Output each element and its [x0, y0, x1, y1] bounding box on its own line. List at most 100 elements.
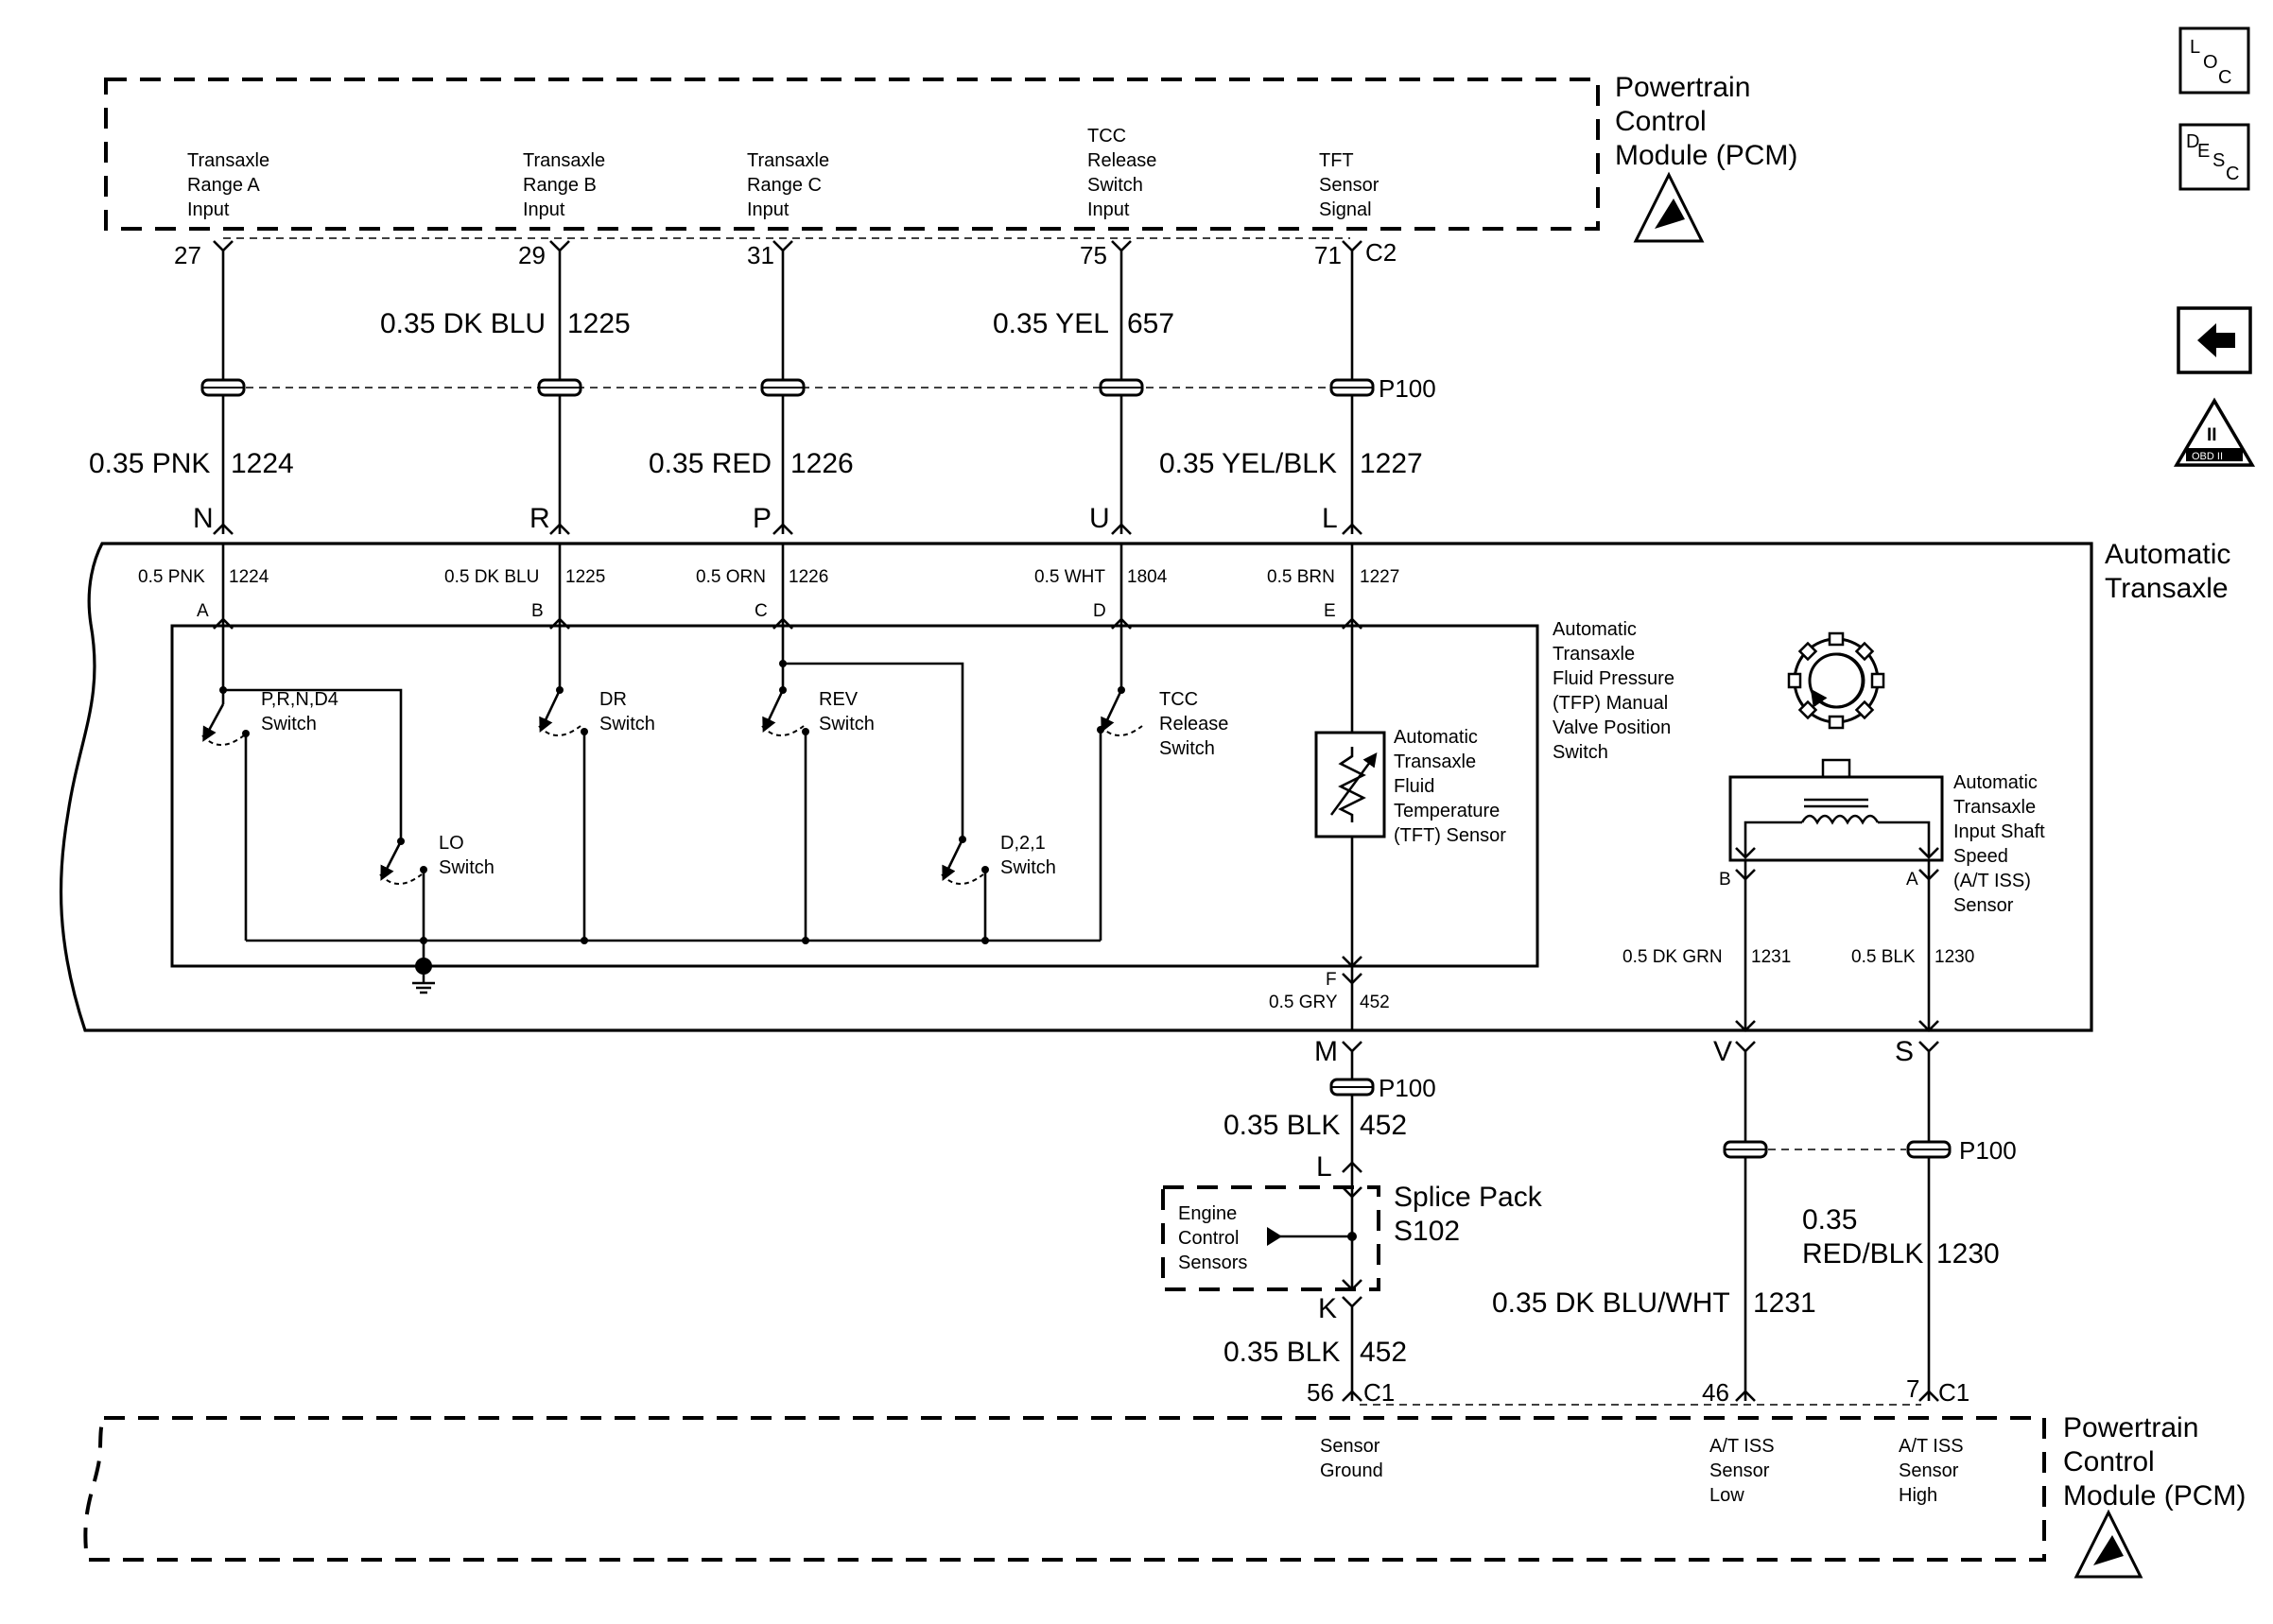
iss-high-wire-gauge: 0.35 [1802, 1204, 1857, 1235]
pcm-pin-iss-low: A/T ISS Sensor Low [1709, 1436, 1775, 1506]
svg-text:1225: 1225 [565, 567, 605, 587]
wire-1226-circuit: 1226 [790, 448, 854, 479]
svg-text:Valve Position: Valve Position [1553, 717, 1671, 738]
svg-text:Engine: Engine [1178, 1203, 1237, 1224]
pin-31: 31 [747, 241, 774, 269]
transaxle-title: Automatic Transaxle [2105, 539, 2230, 604]
svg-text:0.5 BRN: 0.5 BRN [1267, 567, 1335, 587]
wire-657-circuit: 657 [1127, 308, 1174, 339]
splice-pack-wiring [1267, 1172, 1362, 1291]
pcm-input-tcc-release: TCC Release Switch Input [1087, 126, 1156, 220]
obd-ii-icon[interactable]: II OBD II [2173, 397, 2256, 467]
ground-wire-452-label: 0.5 GRY [1269, 993, 1338, 1012]
ground-wire-1-color: 0.35 BLK [1223, 1110, 1340, 1141]
ground-wire-2-circuit: 452 [1360, 1337, 1407, 1368]
pin-56: 56 [1307, 1378, 1334, 1407]
switch-prnd4-label: P,R,N,D4 Switch [261, 689, 338, 734]
svg-text:1227: 1227 [1360, 567, 1399, 587]
esd-warning-icon [1633, 171, 1705, 243]
iss-sensor-body [1728, 775, 1944, 1032]
iss-sensor-label: Automatic Transaxle Input Shaft Speed (A… [1953, 772, 2045, 916]
svg-text:Automatic: Automatic [2105, 539, 2230, 570]
trans-pin-p: P [753, 503, 772, 534]
svg-text:II: II [2207, 425, 2217, 445]
svg-text:Low: Low [1709, 1485, 1744, 1506]
svg-text:Input: Input [1087, 199, 1130, 220]
iss-pin-a: A [1906, 870, 1918, 890]
svg-text:Transaxle: Transaxle [523, 150, 605, 171]
transaxle-housing [59, 542, 2093, 1032]
ground-wire-2-color: 0.35 BLK [1223, 1337, 1340, 1368]
iss-high-wire-circuit: 1230 [1936, 1238, 2000, 1270]
svg-text:B: B [531, 601, 544, 621]
svg-text:Release: Release [1087, 150, 1156, 171]
svg-text:Temperature: Temperature [1394, 801, 1500, 821]
ground-icon [412, 958, 435, 994]
svg-text:Input Shaft: Input Shaft [1953, 821, 2045, 842]
iss-low-wire-run [1723, 1041, 1768, 1402]
svg-text:A/T ISS: A/T ISS [1899, 1436, 1964, 1457]
desc-icon[interactable]: D E S C [2178, 123, 2250, 191]
internal-wires [213, 544, 1362, 630]
svg-text:Switch: Switch [1159, 738, 1215, 759]
iss-low-wire-color: 0.35 DK BLU/WHT [1492, 1287, 1730, 1319]
wire-1225-color: 0.35 DK BLU [380, 308, 546, 339]
pin-75: 75 [1080, 241, 1107, 269]
pcm-top-box [104, 78, 1600, 231]
switch-rev-label: REV Switch [819, 689, 875, 734]
svg-text:DR: DR [599, 689, 627, 710]
svg-text:Switch: Switch [261, 714, 317, 734]
connector-c1-iss: C1 [1938, 1378, 1969, 1407]
p100-ground-label: P100 [1379, 1074, 1436, 1102]
svg-text:C: C [2218, 67, 2231, 88]
tfp-switch-assembly-box [170, 624, 1539, 968]
svg-text:0.5 WHT: 0.5 WHT [1034, 567, 1105, 587]
svg-text:Switch: Switch [819, 714, 875, 734]
svg-text:Range B: Range B [523, 175, 597, 196]
svg-text:Range C: Range C [747, 175, 822, 196]
splice-pack-s102-box [1161, 1185, 1380, 1291]
svg-text:TCC: TCC [1087, 126, 1126, 147]
trans-pin-r: R [529, 503, 550, 534]
svg-text:Sensors: Sensors [1178, 1253, 1247, 1273]
connector-c2: C2 [1365, 238, 1397, 267]
svg-text:Range A: Range A [187, 175, 260, 196]
tfp-switch-assembly-label: Automatic Transaxle Fluid Pressure (TFP)… [1553, 619, 1674, 763]
svg-text:Input: Input [523, 199, 565, 220]
p100-iss-label: P100 [1959, 1136, 2017, 1165]
wire-657-color: 0.35 YEL [993, 308, 1109, 339]
internal-wire-labels: 0.5 PNK 1224 0.5 DK BLU 1225 0.5 ORN 122… [138, 567, 1399, 621]
pin-29: 29 [518, 241, 546, 269]
back-arrow-icon[interactable] [2177, 306, 2252, 374]
svg-text:Switch: Switch [439, 857, 495, 878]
svg-text:LO: LO [439, 833, 464, 854]
tft-sensor-label: Automatic Transaxle Fluid Temperature (T… [1394, 727, 1506, 846]
svg-text:Fluid Pressure: Fluid Pressure [1553, 668, 1674, 689]
svg-text:Transaxle: Transaxle [187, 150, 269, 171]
switch-dr-label: DR Switch [599, 689, 655, 734]
iss-gear-icon [1787, 631, 1885, 779]
svg-text:(TFP) Manual: (TFP) Manual [1553, 693, 1668, 714]
wire-1227-color: 0.35 YEL/BLK [1159, 448, 1337, 479]
loc-icon[interactable]: L O C [2178, 26, 2250, 95]
iss-low-wire-circuit: 1231 [1753, 1287, 1816, 1319]
svg-text:Transaxle: Transaxle [1953, 797, 2036, 818]
svg-text:A/T ISS: A/T ISS [1709, 1436, 1775, 1457]
splice-in-pin-l: L [1316, 1151, 1332, 1183]
svg-text:Sensor: Sensor [1953, 895, 2014, 916]
svg-text:Switch: Switch [599, 714, 655, 734]
svg-text:1226: 1226 [789, 567, 828, 587]
svg-text:TFT: TFT [1319, 150, 1354, 171]
pin-27: 27 [174, 241, 201, 269]
svg-text:C: C [755, 601, 768, 621]
pcm-input-range-c: Transaxle Range C Input [747, 150, 829, 220]
svg-text:(A/T ISS): (A/T ISS) [1953, 871, 2031, 891]
svg-text:Input: Input [747, 199, 789, 220]
pin-7: 7 [1906, 1374, 1919, 1403]
svg-text:Fluid: Fluid [1394, 776, 1434, 797]
svg-text:S102: S102 [1394, 1216, 1460, 1247]
iss-pin-b: B [1719, 870, 1731, 890]
ground-wire-2-run [1342, 1296, 1362, 1402]
switch-circuitry [201, 629, 1143, 964]
